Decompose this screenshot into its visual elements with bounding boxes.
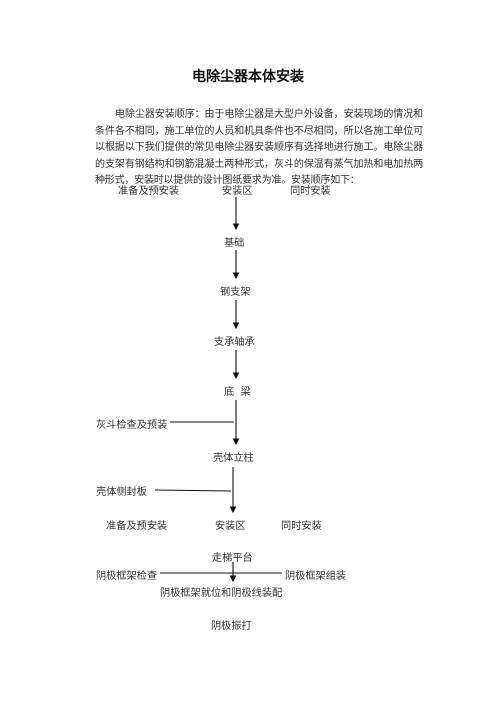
step-steel-support: 钢支架 bbox=[220, 287, 251, 298]
side-plate-connector bbox=[154, 489, 232, 492]
header2-prepare: 准备及预安装 bbox=[106, 521, 168, 532]
page-title: 电除尘器本体安装 bbox=[192, 69, 304, 85]
intro-paragraph: 电除尘器安装顺序：由于电除尘器是大型户外设备，安装现场的情况和条件各不相同，施工… bbox=[95, 109, 423, 186]
step-cathode-place: 阴极框架就位和阴极线装配 bbox=[160, 588, 283, 599]
step-shell-column: 壳体立柱 bbox=[213, 453, 254, 464]
step-support-bearing: 支承轴承 bbox=[214, 337, 255, 348]
header-simultaneous: 同时安装 bbox=[290, 186, 331, 197]
step-walkway: 走梯平台 bbox=[212, 553, 253, 564]
header2-simultaneous: 同时安装 bbox=[281, 521, 322, 532]
step-bottom-beam: 底 梁 bbox=[224, 387, 251, 398]
side-cathode-assemble: 阴极框架组装 bbox=[285, 571, 347, 582]
side-shell-plate: 壳体侧封板 bbox=[96, 487, 147, 498]
side-cathode-check: 阴极框架检查 bbox=[96, 571, 158, 582]
header-prepare: 准备及预安装 bbox=[118, 186, 180, 197]
header-install-area: 安装区 bbox=[222, 186, 253, 197]
side-hopper-check: 灰斗检查及预装 bbox=[96, 420, 168, 431]
step-cathode-rap: 阴极振打 bbox=[211, 621, 252, 632]
step-foundation: 基础 bbox=[224, 238, 245, 249]
header2-install-area: 安装区 bbox=[215, 521, 246, 532]
